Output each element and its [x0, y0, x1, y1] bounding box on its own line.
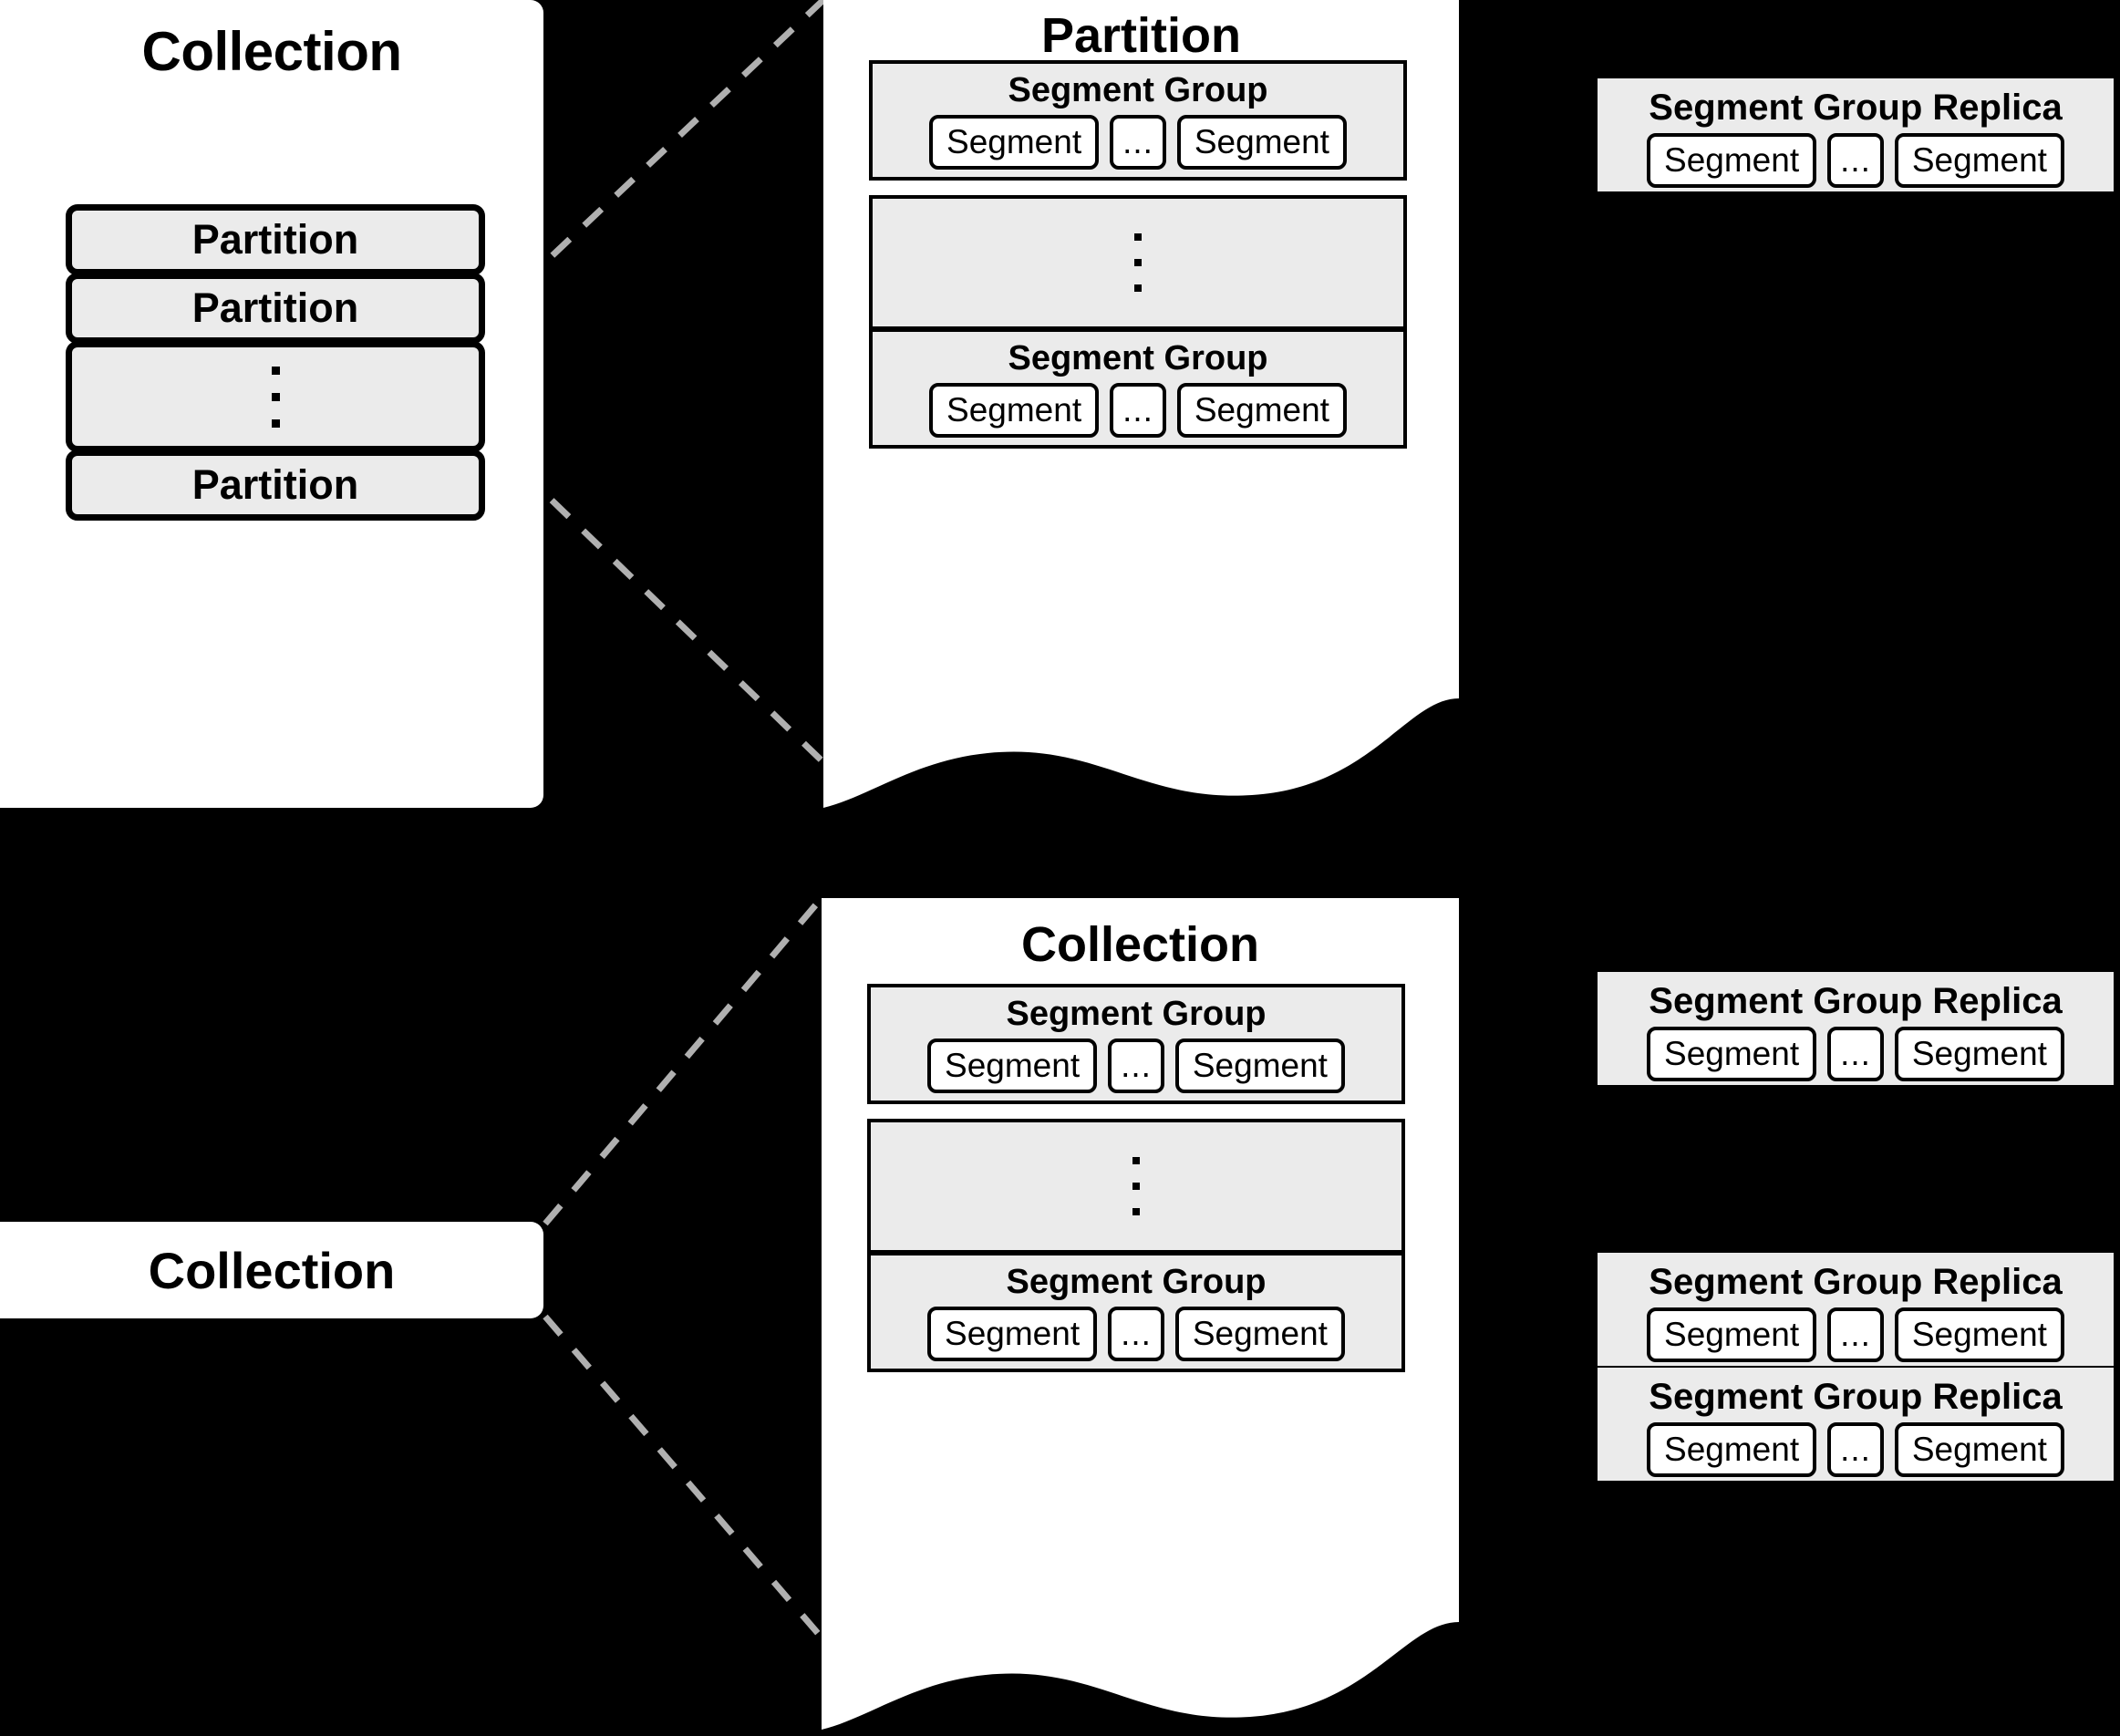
segment-row: Segment ... Segment	[1598, 1304, 2114, 1371]
segment-chip[interactable]: Segment	[1647, 1422, 1817, 1477]
segment-ellipsis-chip: ...	[1110, 115, 1166, 170]
partition-label: Partition	[191, 461, 359, 508]
partition-row[interactable]: Partition	[66, 273, 485, 344]
segment-group-ellipsis	[867, 1119, 1405, 1254]
segment-group-replica[interactable]: Segment Group Replica Segment ... Segmen…	[1598, 1368, 2114, 1481]
segment-group-replica-title: Segment Group Replica	[1649, 981, 2063, 1021]
segment-group[interactable]: Segment Group Segment ... Segment	[869, 60, 1407, 181]
segment-ellipsis-chip: ...	[1827, 133, 1884, 188]
connector-collection-bottom	[543, 1314, 824, 1640]
connector-collection-top	[543, 895, 824, 1226]
segment-group-title: Segment Group	[1008, 339, 1268, 377]
partition-row-ellipsis	[66, 341, 485, 452]
segment-group[interactable]: Segment Group Segment ... Segment	[867, 984, 1405, 1104]
segment-ellipsis-chip: ...	[1108, 1038, 1164, 1093]
partition-row[interactable]: Partition	[66, 204, 485, 275]
segment-chip[interactable]: Segment	[929, 383, 1100, 438]
partition-detail-title: Partition	[1040, 8, 1241, 63]
segment-chip[interactable]: Segment	[929, 115, 1100, 170]
partition-label: Partition	[191, 284, 359, 331]
segment-chip[interactable]: Segment	[1894, 1422, 2064, 1477]
vertical-ellipsis-icon	[1134, 233, 1142, 292]
vertical-ellipsis-icon	[1132, 1157, 1140, 1215]
segment-group-replica[interactable]: Segment Group Replica Segment ... Segmen…	[1598, 78, 2114, 191]
segment-chip[interactable]: Segment	[927, 1307, 1098, 1361]
segment-group-ellipsis	[869, 195, 1407, 330]
segment-row: Segment ... Segment	[871, 1303, 1401, 1370]
segment-row: Segment ... Segment	[1598, 1023, 2114, 1090]
segment-chip[interactable]: Segment	[1647, 133, 1817, 188]
segment-ellipsis-chip: ...	[1827, 1027, 1884, 1081]
segment-group[interactable]: Segment Group Segment ... Segment	[869, 328, 1407, 449]
segment-chip[interactable]: Segment	[1894, 1027, 2064, 1081]
torn-edge-wave	[822, 1613, 1459, 1730]
segment-row: Segment ... Segment	[871, 1035, 1401, 1102]
segment-chip[interactable]: Segment	[1174, 1307, 1345, 1361]
segment-chip[interactable]: Segment	[1647, 1307, 1817, 1362]
segment-row: Segment ... Segment	[1598, 1419, 2114, 1486]
partition-label: Partition	[191, 216, 359, 263]
collection-detail-title: Collection	[1020, 917, 1259, 972]
segment-chip[interactable]: Segment	[1176, 115, 1347, 170]
segment-chip[interactable]: Segment	[1174, 1038, 1345, 1093]
segment-group-replica[interactable]: Segment Group Replica Segment ... Segmen…	[1598, 1253, 2114, 1366]
partition-detail-panel: Partition Segment Group Segment ... Segm…	[823, 0, 1459, 811]
segment-group-replica-title: Segment Group Replica	[1649, 1377, 2063, 1417]
segment-chip[interactable]: Segment	[1647, 1027, 1817, 1081]
segment-chip[interactable]: Segment	[1894, 133, 2064, 188]
segment-ellipsis-chip: ...	[1110, 383, 1166, 438]
torn-edge-wave	[823, 687, 1459, 808]
segment-group[interactable]: Segment Group Segment ... Segment	[867, 1252, 1405, 1372]
segment-group-replica-title: Segment Group Replica	[1649, 88, 2063, 128]
collection-box[interactable]: Collection	[0, 1222, 543, 1318]
segment-chip[interactable]: Segment	[927, 1038, 1098, 1093]
collection-panel: Collection Partition Partition Partition	[0, 0, 543, 808]
partition-row[interactable]: Partition	[66, 450, 485, 521]
segment-group-replica-title: Segment Group Replica	[1649, 1262, 2063, 1302]
segment-group-title: Segment Group	[1008, 71, 1268, 109]
segment-chip[interactable]: Segment	[1894, 1307, 2064, 1362]
collection-detail-panel: Collection Segment Group Segment ... Seg…	[822, 898, 1459, 1734]
segment-chip[interactable]: Segment	[1176, 383, 1347, 438]
segment-ellipsis-chip: ...	[1108, 1307, 1164, 1361]
segment-group-title: Segment Group	[1006, 1263, 1267, 1301]
collection-panel-title: Collection	[141, 21, 402, 82]
segment-row: Segment ... Segment	[1598, 129, 2114, 197]
segment-group-replica[interactable]: Segment Group Replica Segment ... Segmen…	[1598, 972, 2114, 1085]
vertical-ellipsis-icon	[271, 366, 280, 428]
segment-ellipsis-chip: ...	[1827, 1307, 1884, 1362]
segment-row: Segment ... Segment	[873, 111, 1403, 179]
segment-row: Segment ... Segment	[873, 379, 1403, 447]
collection-box-label: Collection	[148, 1241, 396, 1299]
segment-group-title: Segment Group	[1006, 995, 1267, 1033]
segment-ellipsis-chip: ...	[1827, 1422, 1884, 1477]
partition-stack: Partition Partition Partition	[66, 204, 485, 521]
